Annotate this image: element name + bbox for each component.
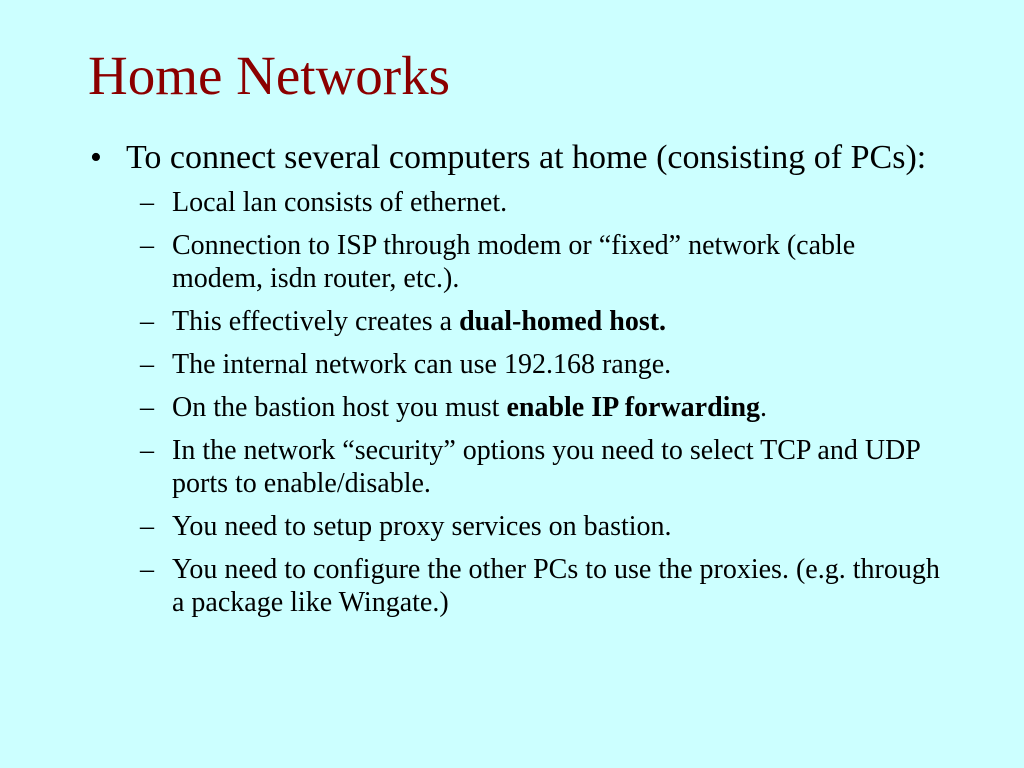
subbullet-item-dual-homed: – This effectively creates a dual-homed … xyxy=(90,305,942,338)
dash-marker: – xyxy=(140,392,154,423)
dash-marker: – xyxy=(140,230,154,261)
subbullet-bold-text: enable IP forwarding xyxy=(506,392,761,423)
subbullet-text: You need to setup proxy services on bast… xyxy=(172,511,672,542)
dash-marker: – xyxy=(140,511,154,542)
dash-marker: – xyxy=(140,306,154,337)
dash-marker: – xyxy=(140,435,154,466)
subbullet-text: The internal network can use 192.168 ran… xyxy=(172,349,672,380)
subbullet-text: This effectively creates a xyxy=(172,306,460,337)
slide-title: Home Networks xyxy=(88,45,451,106)
subbullet-item-security-options: – In the network “security” options you … xyxy=(90,434,942,500)
subbullet-list: – Local lan consists of ethernet. – Conn… xyxy=(90,186,970,619)
subbullet-text: Local lan consists of ethernet. xyxy=(172,187,508,218)
subbullet-item-configure-pcs: – You need to configure the other PCs to… xyxy=(90,553,942,619)
bullet-marker: • xyxy=(90,139,102,176)
subbullet-text-after: . xyxy=(760,392,768,423)
bullet-item: • To connect several computers at home (… xyxy=(90,138,946,178)
subbullet-text: On the bastion host you must xyxy=(172,392,507,423)
dash-marker: – xyxy=(140,554,154,585)
subbullet-item-proxy-services: – You need to setup proxy services on ba… xyxy=(90,510,942,543)
slide-body: • To connect several computers at home (… xyxy=(90,138,970,629)
subbullet-item-isp: – Connection to ISP through modem or “fi… xyxy=(90,229,942,295)
subbullet-item-range: – The internal network can use 192.168 r… xyxy=(90,348,942,381)
subbullet-item-lan: – Local lan consists of ethernet. xyxy=(90,186,942,219)
subbullet-text: Connection to ISP through modem or “fixe… xyxy=(172,230,856,294)
subbullet-bold-text: dual-homed host. xyxy=(459,306,667,337)
dash-marker: – xyxy=(140,187,154,218)
bullet-text: To connect several computers at home (co… xyxy=(126,139,927,176)
subbullet-text: In the network “security” options you ne… xyxy=(172,435,920,499)
subbullet-item-ip-forwarding: – On the bastion host you must enable IP… xyxy=(90,391,942,424)
subbullet-text: You need to configure the other PCs to u… xyxy=(172,554,940,618)
dash-marker: – xyxy=(140,349,154,380)
